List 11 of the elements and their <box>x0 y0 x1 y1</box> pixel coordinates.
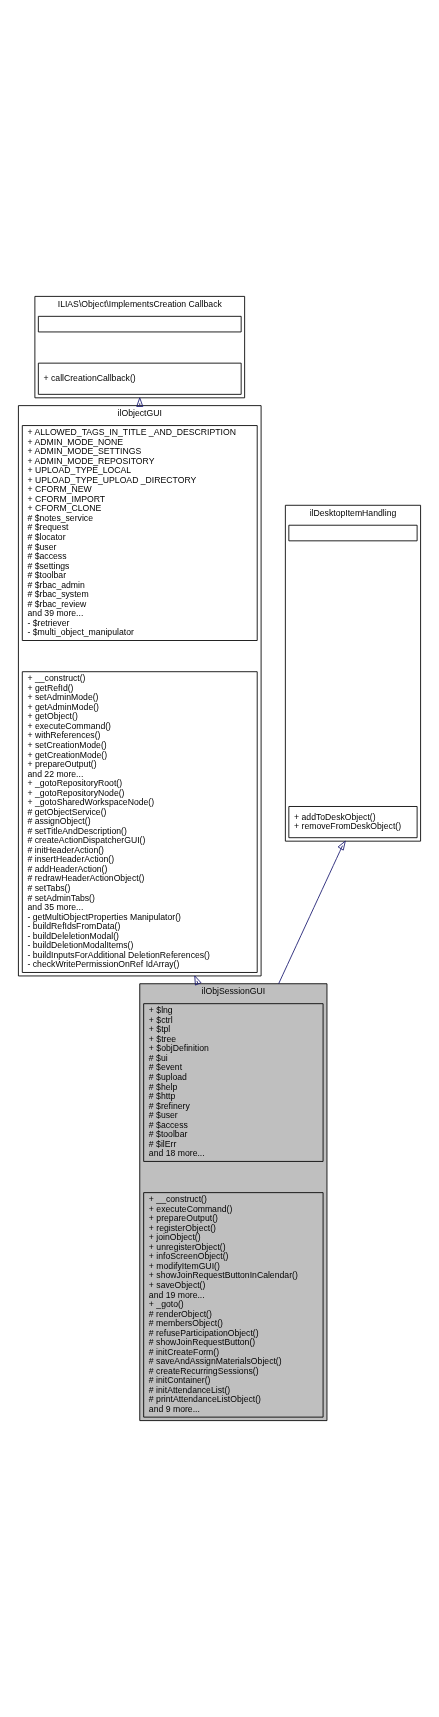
node-box <box>37 315 242 333</box>
node-box: + __construct() + getRefId() + setAdminMode() + getAdminMode() + getObject() + executeCommand() + withReferences() + setCreationMode() + getCreationMode() + prepareOutput() and 22 more... + _gotoRepositoryRoot() + _gotoRepositoryNode() + _gotoSharedWorkspaceNode() # getObjectService() # assignObject() # setTitleAndDescription() # createActionDispatcherGUI() # initHeaderAction() # insertHeaderAction() # addHeaderAction() # redrawHeaderActionObject() # setTabs() # setAdminTabs() and 35 more... - getMultiObjectProperties Manipulator() - buildRefIdsFromData() - buildDeleletionModal() - buildDeletionModalItems() - buildInputsForAdditional DeletionReferences() - checkWritePermissionOnRef IdArray() <box>21 671 258 973</box>
node-box: + addToDeskObject() + removeFromDeskObject() <box>288 806 418 839</box>
node-box: + $lng + $ctrl + $tpl + $tree + $objDefinition # $ui # $event # $upload # $help # $http # $refinery # $user # $access # $toolbar # $ilErr and 18 more... <box>143 1003 324 1162</box>
node-box: + callCreationCallback() <box>37 362 242 395</box>
node-box: + ALLOWED_TAGS_IN_TITLE _AND_DESCRIPTION + ADMIN_MODE_NONE + ADMIN_MODE_SETTINGS + ADMIN_MODE_REPOSITORY + UPLOAD_TYPE_LOCAL + UPLOAD_TYPE_UPLOAD _DIRECTORY + CFORM_NEW + CFORM_IMPORT + CFORM_CLONE # $notes_service # $request # $locator # $user # $access # $settings # $toolbar # $rbac_admin # $rbac_system # $rbac_review and 39 more... - $retriever - $multi_object_manipulator <box>21 425 258 641</box>
node-box <box>288 524 418 542</box>
arrow <box>278 840 346 985</box>
arrow <box>136 397 144 407</box>
arrow <box>194 975 202 986</box>
node-box: + __construct() + executeCommand() + prepareOutput() + registerObject() + joinObject() + unregisterObject() + infoScreenObject() + modifyItemGUI() + showJoinRequestButtonInCalendar() + saveObject() and 19 more... + _goto() # renderObject() # membersObject() # refuseParticipationObject() # showJoinRequestButton() # initCreateForm() # saveAndAssignMaterialsObject() # createRecurringSessions() # initContainer() # initAttendanceList() # printAttendanceListObject() and 9 more... <box>143 1192 324 1418</box>
